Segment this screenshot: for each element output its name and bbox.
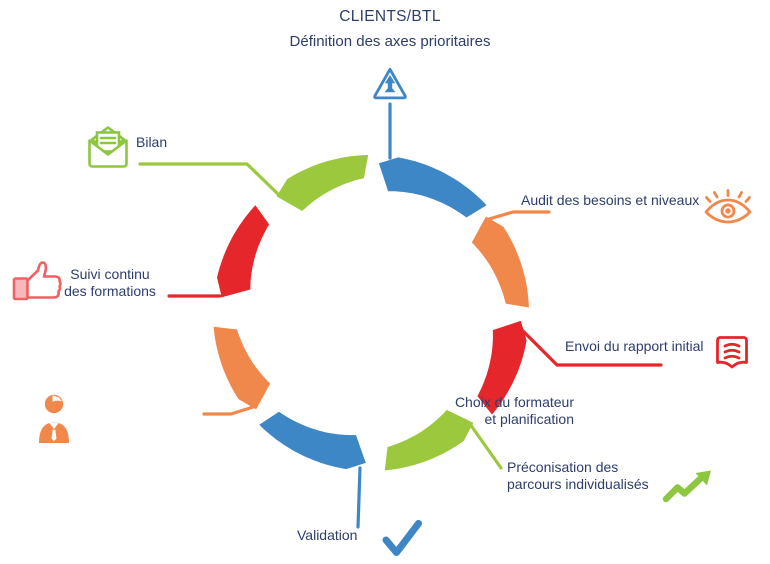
connector-preconisation bbox=[468, 422, 503, 470]
connector-choix bbox=[202, 405, 255, 416]
diagram-subtitle: Définition des axes prioritaires bbox=[289, 33, 491, 50]
label-line: Suivi continu bbox=[70, 266, 150, 282]
step-label-envoi: Envoi du rapport initial bbox=[565, 338, 704, 355]
thumbs-up-icon bbox=[12, 261, 62, 301]
connector-bilan bbox=[138, 162, 281, 197]
connector-envoi bbox=[515, 323, 663, 367]
diagram-title: CLIENTS/BTL bbox=[339, 8, 441, 25]
arc-audit bbox=[471, 216, 529, 308]
label-line: Audit des besoins et niveaux bbox=[521, 192, 700, 208]
arc-choix bbox=[213, 326, 271, 410]
step-label-audit: Audit des besoins et niveaux bbox=[521, 192, 699, 209]
label-line: Choix du formateur bbox=[454, 394, 574, 410]
open-envelope-icon bbox=[88, 126, 128, 168]
connector-validation bbox=[356, 466, 362, 529]
diagram-header: CLIENTS/BTL Définition des axes priorita… bbox=[0, 8, 770, 50]
eye-icon bbox=[704, 189, 752, 224]
connector-audit bbox=[487, 210, 551, 221]
label-line: Préconisation des bbox=[507, 459, 619, 475]
arc-bilan bbox=[276, 155, 369, 211]
open-book-icon bbox=[716, 336, 748, 369]
label-line: Envoi du rapport initial bbox=[565, 338, 704, 354]
arc-preconisation bbox=[384, 409, 474, 471]
label-line: parcours individualisés bbox=[507, 476, 649, 492]
step-label-bilan: Bilan bbox=[136, 134, 167, 151]
label-line: Validation bbox=[297, 527, 358, 543]
arc-suivi bbox=[217, 205, 270, 298]
person-icon bbox=[39, 394, 69, 443]
warning-triangle-icon bbox=[373, 67, 407, 100]
arc-definition bbox=[378, 157, 487, 218]
label-line: et planification bbox=[484, 411, 574, 427]
checkmark-icon bbox=[382, 520, 422, 556]
step-label-validation: Validation bbox=[297, 527, 357, 544]
trend-up-arrow-icon bbox=[662, 470, 711, 503]
label-line: des formations bbox=[64, 283, 156, 299]
label-line: Bilan bbox=[136, 134, 168, 150]
arc-envoi bbox=[477, 320, 527, 415]
arc-validation bbox=[259, 411, 366, 470]
